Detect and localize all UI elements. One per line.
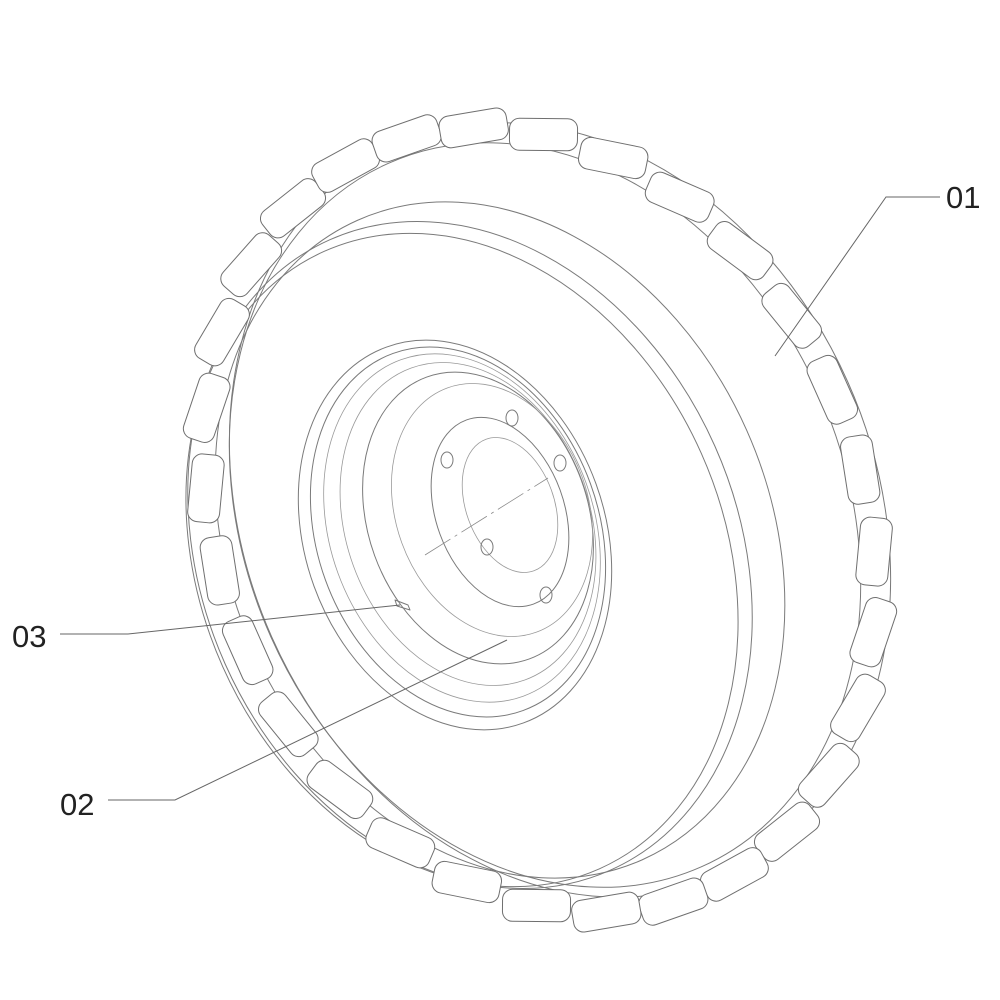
- tread-lug: [644, 171, 715, 223]
- tread-lug: [182, 372, 231, 443]
- tread-lug: [761, 282, 822, 349]
- valve-stem: [394, 599, 411, 611]
- tread-lug: [311, 138, 381, 193]
- tread-lug: [830, 673, 886, 743]
- leaders: [60, 196, 940, 801]
- tread-lug: [221, 615, 274, 686]
- tread-lug: [508, 117, 579, 152]
- tread-lug: [797, 742, 860, 808]
- callout-02: 02: [60, 787, 94, 822]
- leader-01: [774, 196, 940, 357]
- tread-lug: [365, 817, 436, 869]
- bolt-hole: [480, 538, 494, 556]
- tread-lug: [431, 860, 503, 904]
- tread-lugs: [182, 107, 898, 933]
- tread-lug: [438, 107, 509, 149]
- tread-lug: [571, 891, 642, 933]
- tire: [185, 122, 892, 898]
- center-axis: [424, 477, 549, 556]
- bolt-hole: [539, 586, 553, 604]
- callout-03: 03: [12, 619, 46, 654]
- tread-lug: [501, 888, 572, 923]
- tread-lug: [806, 354, 859, 425]
- tread-lug: [577, 136, 649, 180]
- tread-lug: [220, 232, 283, 298]
- callout-01: 01: [946, 180, 980, 215]
- leader-03: [60, 604, 401, 635]
- leader-02: [108, 639, 508, 801]
- tread-lug: [371, 114, 442, 163]
- tread-lug: [194, 297, 250, 367]
- tread-lug: [187, 453, 225, 524]
- bolt-hole: [440, 451, 454, 469]
- tread-lug: [849, 597, 898, 668]
- bolt-hole: [553, 454, 567, 472]
- tread-lug: [840, 434, 881, 505]
- tread-lug: [258, 691, 319, 758]
- tread-lug: [306, 759, 374, 820]
- tread-lug: [706, 220, 774, 281]
- tread-lug: [199, 535, 240, 606]
- tread-lug: [855, 516, 893, 587]
- tread-lug: [699, 847, 769, 902]
- bolt-hole: [505, 409, 519, 427]
- wheel-rim: [297, 339, 613, 731]
